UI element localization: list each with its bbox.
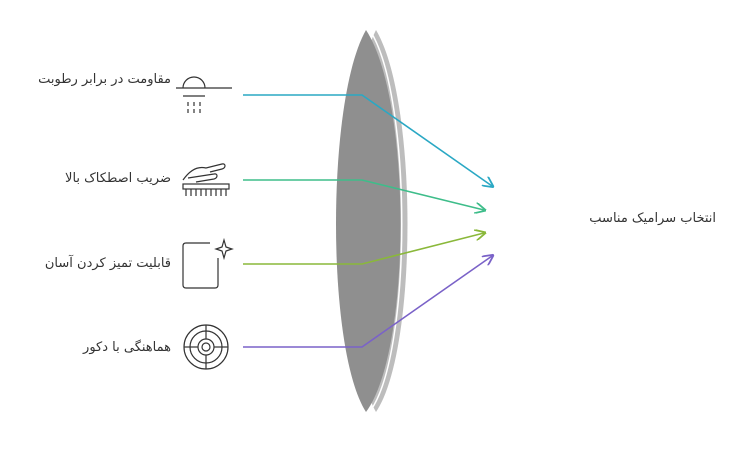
connector-line — [243, 94, 492, 186]
mosaic-tile-icon — [183, 324, 229, 370]
feature-label-cleaning: قابلیت تمیز کردن آسان — [44, 256, 171, 271]
connector-lines — [243, 94, 492, 348]
feature-label-friction: ضریب اصطکاک بالا — [65, 171, 171, 186]
result-label: انتخاب سرامیک مناسب — [589, 211, 716, 226]
hand-brush-icon — [182, 163, 230, 196]
lens-shape — [336, 30, 410, 412]
connector-line — [243, 179, 484, 210]
connector-line — [243, 233, 484, 265]
shower-icon — [176, 76, 232, 113]
feature-label-decor: هماهنگی با دکور — [83, 340, 171, 355]
connector-line — [243, 256, 492, 348]
tile-sparkle-icon — [182, 237, 234, 289]
feature-label-moisture: مقاومت در برابر رطوبت — [38, 72, 171, 87]
